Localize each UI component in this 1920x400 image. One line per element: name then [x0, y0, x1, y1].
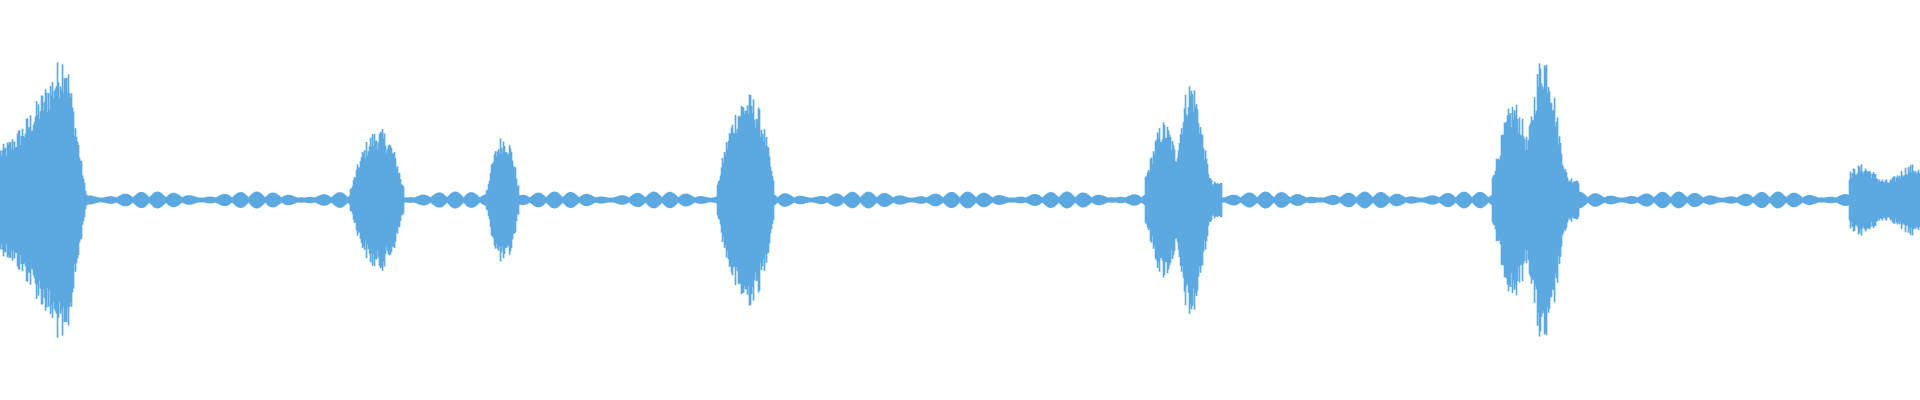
waveform-burst-1 [0, 62, 88, 338]
waveform-burst-2 [349, 129, 405, 271]
waveform-burst-5 [1144, 86, 1223, 314]
waveform-burst-4 [716, 94, 775, 306]
waveform-burst-6 [1491, 63, 1580, 337]
waveform-burst-7 [1848, 164, 1920, 236]
waveform-burst-3 [485, 138, 520, 262]
waveform-bars [0, 62, 1920, 338]
waveform-quiet-region [86, 191, 1850, 209]
